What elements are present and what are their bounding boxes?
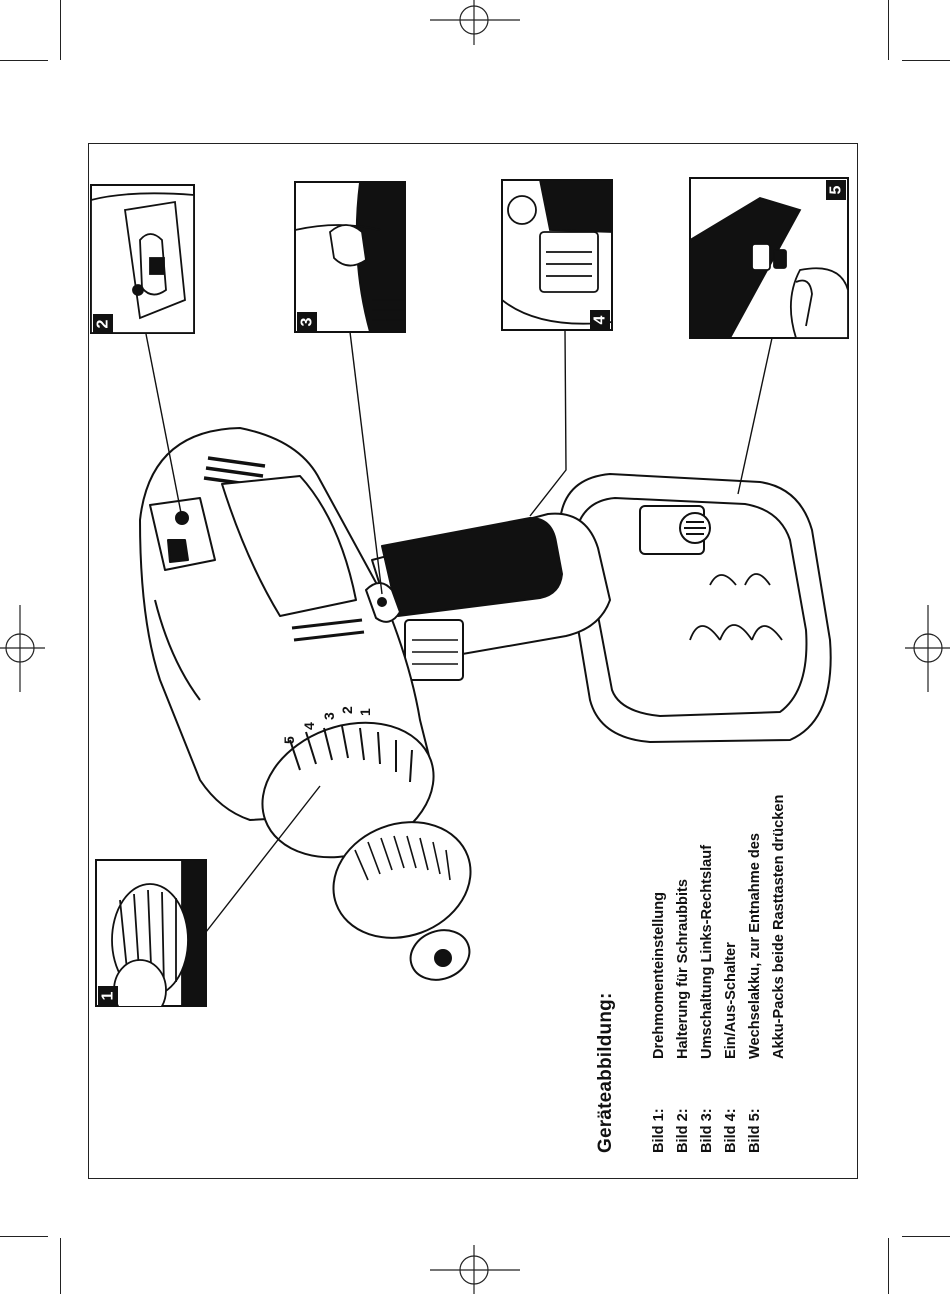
inset-3 [295, 182, 405, 332]
trigger [405, 620, 463, 680]
legend-text: Akku-Packs beide Rasttasten drücken [767, 795, 791, 1059]
collar-number: 5 [281, 736, 297, 744]
legend: Geräteabbildung: Bild 1: Drehmomenteinst… [595, 733, 791, 1153]
collar-number: 2 [339, 706, 355, 714]
legend-item: Bild 4: Ein/Aus-Schalter [719, 733, 743, 1153]
collar-number: 1 [357, 708, 373, 716]
registration-target [905, 605, 950, 692]
legend-item: Bild 1: Drehmomenteinstellung [647, 733, 671, 1153]
collar-number: 4 [301, 722, 317, 730]
legend-key: Bild 3: [695, 1059, 719, 1153]
legend-title: Geräteabbildung: [595, 733, 617, 1153]
legend-text: Wechselakku, zur Entnahme des [743, 833, 767, 1059]
legend-text: Umschaltung Links-Rechtslauf [695, 845, 719, 1059]
legend-key: Bild 4: [719, 1059, 743, 1153]
collar-number: 3 [321, 712, 337, 720]
legend-item: Bild 5: Wechselakku, zur Entnahme des [743, 733, 767, 1153]
registration-target [0, 605, 45, 692]
inset-number-badge: 5 [826, 180, 846, 200]
legend-key: Bild 2: [671, 1059, 695, 1153]
legend-text: Drehmomenteinstellung [647, 892, 671, 1059]
legend-key: Bild 1: [647, 1059, 671, 1153]
legend-item: Bild 2: Halterung für Schraubbits [671, 733, 695, 1153]
inset-number-badge: 3 [297, 312, 317, 332]
legend-text: Halterung für Schraubbits [671, 879, 695, 1059]
inset-number-badge: 2 [93, 314, 113, 334]
inset-5 [690, 178, 848, 338]
legend-text: Ein/Aus-Schalter [719, 942, 743, 1059]
legend-key: Bild 5: [743, 1059, 767, 1153]
legend-item: Bild 3: Umschaltung Links-Rechtslauf [695, 733, 719, 1153]
registration-target [430, 1245, 520, 1294]
inset-number-badge: 4 [590, 310, 610, 330]
legend-item-continuation: Akku-Packs beide Rasttasten drücken [767, 733, 791, 1153]
inset-2 [91, 185, 194, 333]
inset-number-badge: 1 [98, 986, 118, 1006]
registration-target [430, 0, 520, 45]
inset-4 [502, 180, 612, 330]
